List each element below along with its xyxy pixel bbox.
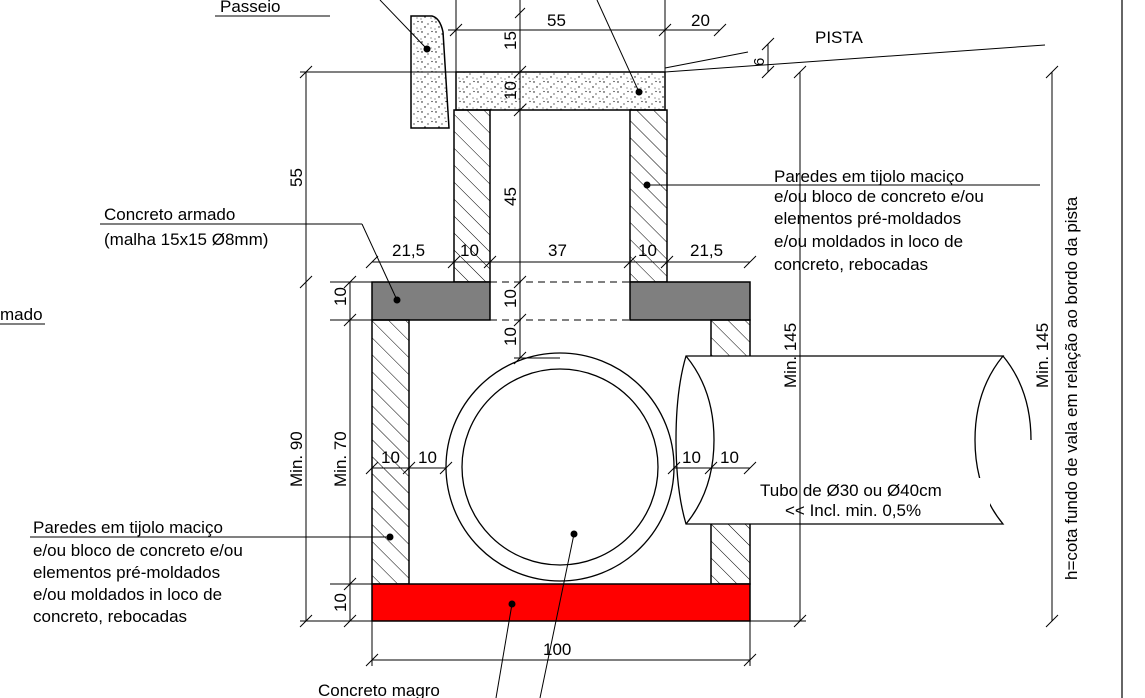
pista-line — [664, 44, 1046, 73]
dim-h-10-wl1: 10 — [381, 448, 400, 467]
dim-h-10-a: 10 — [460, 241, 479, 260]
pipe-right-break — [1002, 355, 1032, 441]
passeio-leader — [379, 0, 427, 49]
malha-label: (malha 15x15 Ø8mm) — [104, 230, 268, 249]
concreto-armado-label: Concreto armado — [104, 205, 235, 224]
upper-wall-left — [453, 109, 491, 283]
dim-v-15: 15 — [501, 31, 520, 50]
base-leader — [495, 603, 513, 698]
walls-left-line2: e/ou bloco de concreto e/ou — [33, 541, 243, 560]
dim-v-10-slab: 10 — [331, 287, 350, 306]
slab-left — [371, 281, 491, 321]
dim-v-10-gap: 10 — [501, 327, 520, 346]
dim-h-10-b: 10 — [638, 241, 657, 260]
dim-v-10-opening: 10 — [501, 289, 520, 308]
walls-right-line3: elementos pré-moldados — [774, 209, 961, 228]
dim-v-6: 6 — [751, 58, 768, 66]
pipe-inner — [461, 368, 659, 566]
tubo-label-line1: Tubo de Ø30 ou Ø40cm — [760, 481, 942, 500]
walls-right-line4: e/ou moldados in loco de — [774, 232, 963, 251]
dim-h-10-wr2: 10 — [720, 448, 739, 467]
concreto-magro-label: Concreto magro — [318, 681, 440, 698]
dim-v-10-base: 10 — [331, 593, 350, 612]
pipe-longitudinal-break — [685, 355, 715, 525]
walls-left-line1: Paredes em tijolo maciço — [33, 518, 223, 537]
tubo-label-mask — [752, 478, 990, 522]
walls-left-line4: e/ou moldados in loco de — [33, 585, 222, 604]
pista-label: PISTA — [815, 28, 864, 47]
dim-h-21-5-left: 21,5 — [392, 241, 425, 260]
dim-min-145-inner: Min. 145 — [781, 323, 800, 388]
cover-leader — [596, 0, 640, 93]
pista-leader — [664, 51, 749, 69]
tubo-label-line2: << Incl. min. 0,5% — [785, 501, 921, 520]
walls-right-line2: e/ou bloco de concreto e/ou — [774, 187, 984, 206]
side-note: h=cota fundo de vala em relação ao bordo… — [1062, 196, 1081, 580]
armado-cut-label: mado — [0, 305, 43, 324]
dim-h-10-wl2: 10 — [418, 448, 437, 467]
slab-right — [629, 281, 751, 321]
dim-min-90: Min. 90 — [287, 431, 306, 487]
dim-min-145-outer: Min. 145 — [1033, 323, 1052, 388]
dim-h-100: 100 — [543, 640, 571, 659]
top-cover-slab — [455, 71, 666, 111]
walls-right-line5: concreto, rebocadas — [774, 255, 928, 274]
dimension-lines — [299, 0, 1059, 667]
dim-h-10-wr1: 10 — [682, 448, 701, 467]
dim-h-37: 37 — [548, 241, 567, 260]
passeio-label: Passeio — [220, 0, 280, 16]
dim-v-55: 55 — [287, 168, 306, 187]
dim-top-55: 55 — [547, 11, 566, 30]
dim-v-10-cover: 10 — [501, 81, 520, 100]
dim-h-21-5-right: 21,5 — [690, 241, 723, 260]
walls-right-line1: Paredes em tijolo maciço — [774, 167, 964, 186]
upper-wall-right — [629, 109, 668, 283]
dim-top-20: 20 — [691, 11, 710, 30]
pipe-leader — [539, 533, 575, 698]
walls-left-line5: concreto, rebocadas — [33, 607, 187, 626]
base-slab — [371, 583, 751, 622]
walls-left-line3: elementos pré-moldados — [33, 563, 220, 582]
dim-v-45: 45 — [501, 187, 520, 206]
dim-min-70: Min. 70 — [331, 431, 350, 487]
